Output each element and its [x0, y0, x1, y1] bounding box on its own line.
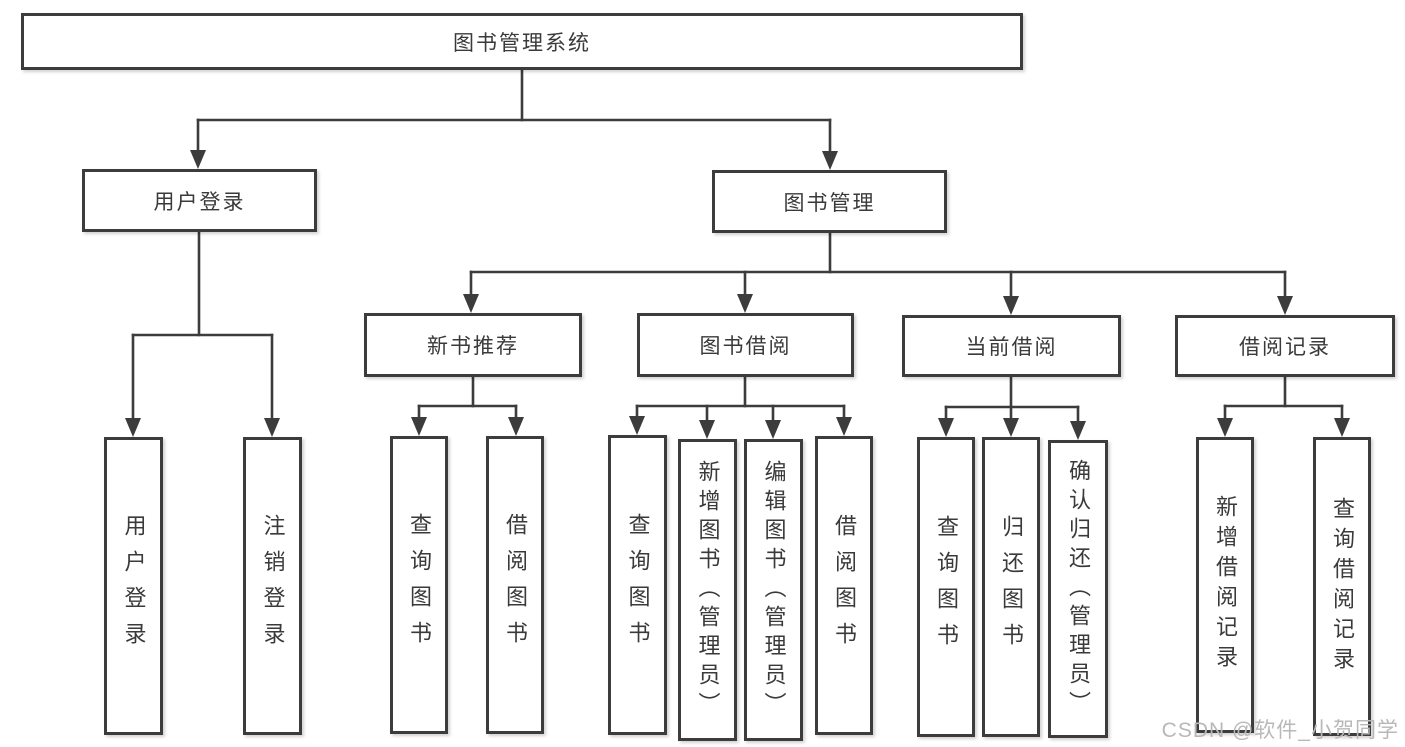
arrowhead-icon [1334, 418, 1350, 437]
arrowhead-icon [737, 294, 753, 313]
arrowhead-icon [1217, 418, 1233, 437]
node-leaf-borrow-books-1: 借阅图书 [486, 436, 544, 734]
arrowhead-icon [765, 420, 781, 439]
arrowhead-icon [411, 417, 427, 436]
watermark: CSDN @软件_小贺同学 [1161, 719, 1399, 742]
node-label: 用户登录 [153, 190, 246, 214]
node-label: 用户登录 [121, 514, 147, 658]
arrowhead-icon [1003, 418, 1019, 437]
node-label: 借阅图书 [832, 513, 857, 658]
node-label: 借阅记录 [1239, 336, 1331, 359]
arrowhead-icon [190, 150, 206, 169]
arrowhead-icon [822, 151, 838, 170]
node-label: 归还图书 [999, 515, 1024, 659]
arrowhead-icon [1003, 296, 1019, 315]
node-label: 查询图书 [625, 513, 651, 657]
node-leaf-borrow-books-2: 借阅图书 [815, 436, 873, 735]
arrowhead-icon [463, 294, 479, 313]
node-current-borrowing: 当前借阅 [902, 315, 1121, 377]
node-system-root: 图书管理系统 [21, 13, 1023, 70]
node-label: 确认归还（管理员） [1066, 458, 1091, 720]
node-label: 注销登录 [260, 514, 286, 658]
node-label: 查询图书 [934, 515, 959, 659]
node-leaf-add-borrow-record: 新增借阅记录 [1196, 437, 1254, 733]
arrowhead-icon [508, 417, 524, 436]
node-book-borrowing: 图书借阅 [637, 313, 854, 377]
arrowhead-icon [1277, 296, 1293, 315]
node-leaf-query-books-3: 查询图书 [917, 437, 975, 737]
node-label: 新书推荐 [427, 335, 519, 358]
node-leaf-add-books-admin: 新增图书（管理员） [678, 439, 737, 741]
node-label: 借阅图书 [503, 513, 528, 657]
node-label: 图书管理 [783, 191, 876, 215]
node-user-login: 用户登录 [82, 169, 317, 232]
arrowhead-icon [264, 418, 280, 437]
node-new-book-recommend: 新书推荐 [364, 313, 582, 377]
node-label: 当前借阅 [965, 336, 1058, 359]
node-leaf-confirm-return-admin: 确认归还（管理员） [1048, 440, 1108, 738]
node-leaf-return-books: 归还图书 [982, 437, 1040, 737]
node-label: 编辑图书（管理员） [761, 459, 787, 721]
node-leaf-query-books-1: 查询图书 [390, 436, 448, 734]
arrowhead-icon [699, 420, 715, 439]
arrowhead-icon [938, 418, 954, 437]
node-leaf-logout-login: 注销登录 [243, 437, 302, 735]
node-label: 图书管理系统 [453, 31, 591, 55]
arrowhead-icon [1070, 421, 1086, 440]
node-label: 图书借阅 [699, 335, 792, 358]
arrowhead-icon [836, 417, 852, 436]
node-leaf-query-books-2: 查询图书 [608, 435, 667, 735]
node-label: 查询图书 [407, 513, 432, 657]
node-leaf-edit-books-admin: 编辑图书（管理员） [744, 439, 803, 741]
node-book-management: 图书管理 [712, 170, 947, 233]
node-label: 查询借阅记录 [1330, 496, 1355, 677]
arrowhead-icon [629, 416, 645, 435]
arrowhead-icon [125, 418, 141, 437]
node-label: 新增借阅记录 [1213, 495, 1238, 675]
node-label: 新增图书（管理员） [695, 459, 721, 721]
node-leaf-query-borrow-record: 查询借阅记录 [1313, 437, 1371, 736]
node-borrowing-records: 借阅记录 [1175, 315, 1395, 377]
node-leaf-user-login: 用户登录 [104, 437, 163, 735]
